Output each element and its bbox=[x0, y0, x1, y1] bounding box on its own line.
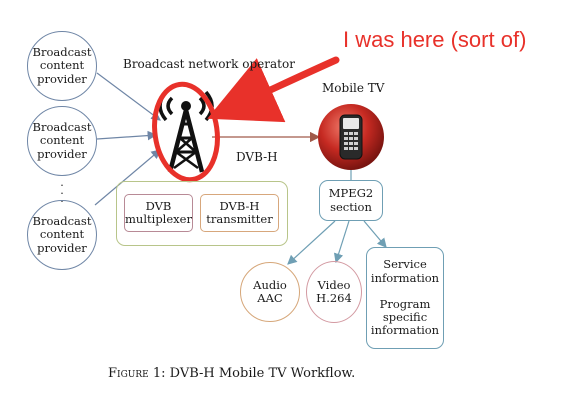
transmitter-label: DVB-H transmitter bbox=[206, 198, 273, 226]
mpeg2-to-service-arrow bbox=[363, 220, 387, 248]
annotation-text: I was here (sort of) bbox=[343, 27, 527, 52]
provider-label: Broadcast content provider bbox=[32, 214, 92, 255]
audio-label: Audio AAC bbox=[253, 277, 287, 305]
mpeg2-label: MPEG2 section bbox=[328, 186, 374, 214]
provider-label: Broadcast content provider bbox=[32, 45, 92, 86]
caption-prefix: Figure 1: bbox=[108, 366, 170, 381]
provider-node-3: Broadcast content provider bbox=[27, 200, 97, 270]
provider-label: Broadcast content provider bbox=[32, 120, 92, 161]
caption-text: DVB-H Mobile TV Workflow. bbox=[169, 366, 356, 381]
provider-mid-arrow bbox=[96, 130, 158, 141]
operator-label: Broadcast network operator bbox=[123, 57, 295, 71]
provider-bottom-arrow bbox=[94, 149, 161, 206]
dvb-multiplexer-box: DVB multiplexer bbox=[124, 194, 193, 232]
audio-aac-node: Audio AAC bbox=[240, 262, 300, 322]
multiplexer-label: DVB multiplexer bbox=[125, 198, 192, 226]
provider-node-1: Broadcast content provider bbox=[27, 31, 97, 101]
provider-top-arrow bbox=[96, 72, 161, 121]
figure-caption: Figure 1: DVB-H Mobile TV Workflow. bbox=[108, 366, 355, 381]
provider-node-2: Broadcast content provider bbox=[27, 106, 97, 176]
service-information-box: Service information Program specific inf… bbox=[366, 247, 444, 349]
mpeg2-section-box: MPEG2 section bbox=[319, 180, 383, 221]
mobile-tv-label: Mobile TV bbox=[322, 81, 385, 95]
mobile-phone-icon bbox=[318, 104, 384, 170]
ellipsis-dots: . . . bbox=[60, 176, 64, 205]
annotation-circle bbox=[152, 81, 220, 183]
annotation-arrow bbox=[207, 56, 340, 123]
service-label: Service information Program specific inf… bbox=[370, 257, 440, 338]
provider-ellipsis: . . . bbox=[50, 176, 74, 206]
video-h264-node: Video H.264 bbox=[306, 261, 362, 323]
mpeg2-to-audio-arrow bbox=[287, 220, 336, 265]
mpeg2-to-video-arrow bbox=[333, 220, 350, 264]
video-label: Video H.264 bbox=[316, 277, 352, 305]
operator-equipment-box bbox=[116, 181, 288, 246]
broadcast-tower-icon bbox=[158, 90, 214, 173]
dvbh-transmitter-box: DVB-H transmitter bbox=[200, 194, 279, 232]
dvbh-link-label: DVB-H bbox=[236, 150, 278, 164]
